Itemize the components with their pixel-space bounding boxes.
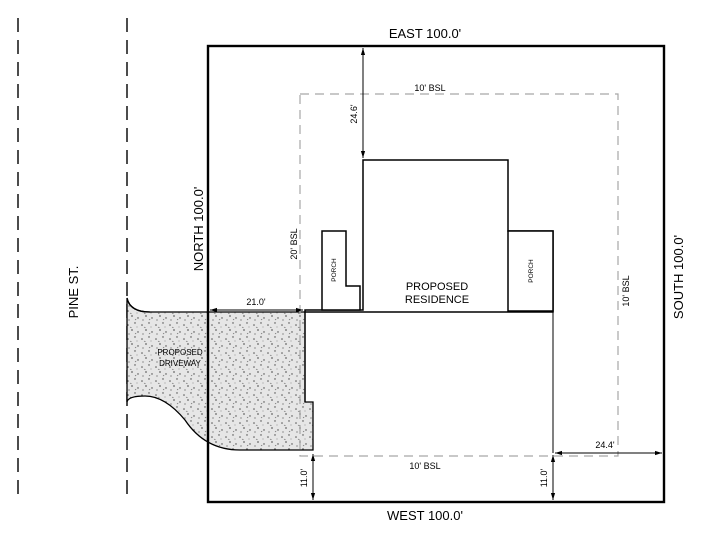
proposed-residence-footprint — [304, 159, 554, 313]
driveway-label-line2: DRIVEWAY — [159, 359, 201, 368]
bsl-bottom-label: 10' BSL — [409, 461, 440, 471]
north-boundary-label: NORTH 100.0' — [191, 187, 206, 272]
dim-bottom-right-label: 11.0' — [539, 468, 549, 487]
porch-right-outline — [507, 230, 554, 312]
east-boundary-label: EAST 100.0' — [389, 26, 461, 41]
driveway-left-curve-top — [126, 297, 151, 313]
dim-top-setback-label: 24.6' — [349, 104, 359, 124]
south-boundary-label: SOUTH 100.0' — [671, 235, 686, 319]
bsl-right-label: 10' BSL — [621, 275, 631, 306]
bsl-left-label: 20' BSL — [289, 228, 299, 259]
porch-left-outline — [321, 230, 361, 311]
dim-bottom-left-label: 11.0' — [299, 468, 309, 487]
driveway-label-line1: PROPOSED — [157, 348, 203, 357]
porch-right-label: PORCH — [528, 259, 535, 283]
dim-right-setback-label: 24.4' — [595, 440, 615, 450]
residence-label-line1: PROPOSED — [406, 281, 468, 293]
building-setback-line — [299, 93, 619, 457]
west-boundary-label: WEST 100.0' — [387, 508, 463, 523]
street-name-label: PINE ST. — [66, 266, 81, 319]
property-boundary — [206, 44, 666, 504]
dim-driveway-offset-label: 21.0' — [246, 297, 266, 307]
proposed-driveway-area — [126, 297, 314, 451]
bsl-top-label: 10' BSL — [414, 83, 445, 93]
porch-left-label: PORCH — [331, 258, 338, 282]
residence-label-line2: RESIDENCE — [405, 294, 469, 306]
